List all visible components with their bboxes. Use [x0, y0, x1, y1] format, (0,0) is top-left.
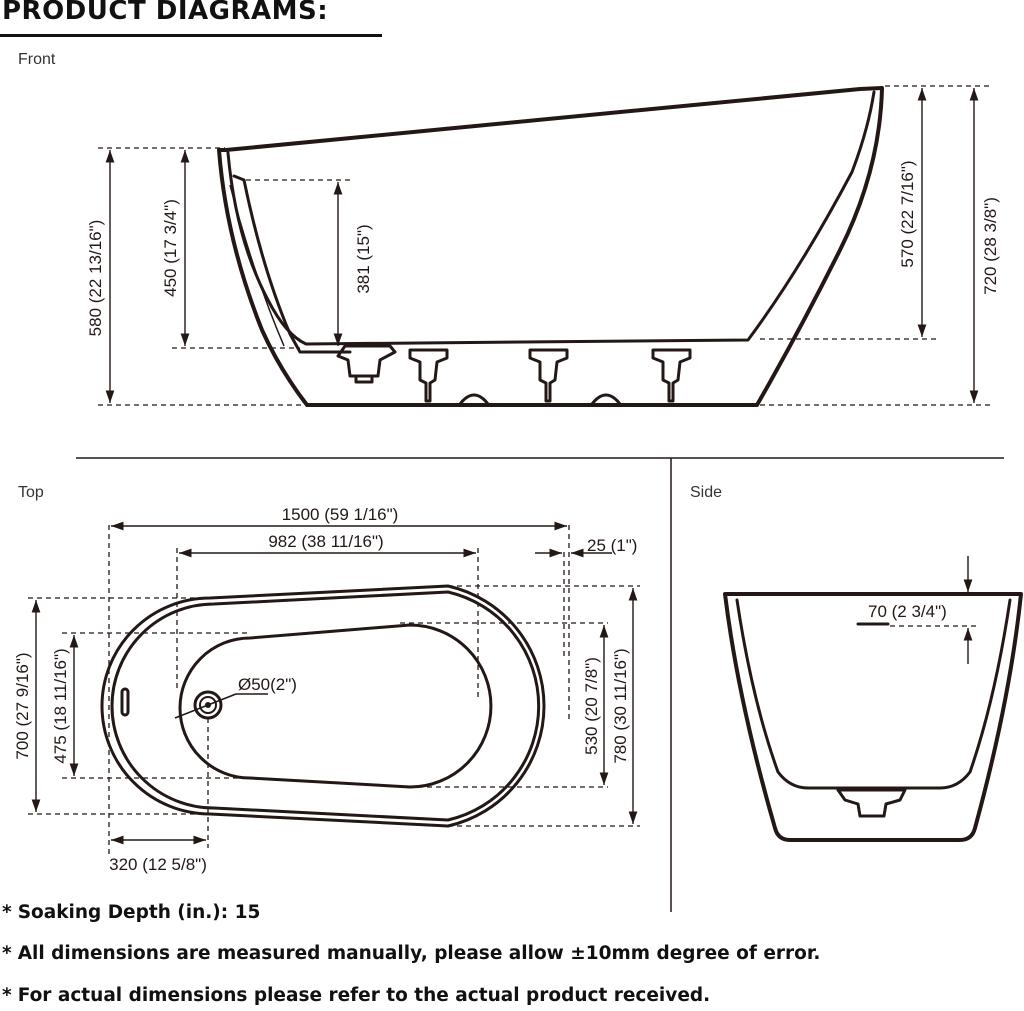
note-bullet: * — [2, 943, 12, 964]
dim-label-1500: 1500 (59 1/16") — [282, 505, 399, 524]
note-text: Soaking Depth (in.): 15 — [17, 902, 261, 923]
dim-label-570: 570 (22 7/16") — [898, 160, 917, 267]
side-inner-basin — [735, 598, 1012, 790]
side-outer-shell — [723, 592, 1023, 842]
dim-label-320: 320 (12 5/8") — [109, 855, 207, 874]
dim-label-70: 70 (2 3/4") — [868, 602, 947, 621]
note-bullet: * — [2, 985, 12, 1006]
dim-label-780: 780 (30 11/16") — [611, 648, 630, 763]
side-view-drawing: 70 (2 3/4") — [723, 556, 1023, 842]
front-view-drawing: 580 (22 13/16") 450 (17 3/4") 381 (15") … — [86, 85, 1000, 407]
front-overflow-pipe — [232, 174, 352, 354]
title-underline — [0, 34, 382, 37]
top-overflow — [120, 687, 130, 717]
dim-label-381: 381 (15") — [354, 224, 373, 293]
dim-label-720: 720 (28 3/8") — [981, 197, 1000, 295]
front-overflow-pipe-inner — [229, 184, 285, 347]
dim-label-530: 530 (20 7/8") — [582, 657, 601, 755]
front-drain-assembly — [336, 344, 397, 384]
dim-label-450: 450 (17 3/4") — [161, 199, 180, 297]
front-view-label: Front — [18, 51, 56, 68]
note-measurement-error: *All dimensions are measured manually, p… — [2, 943, 820, 964]
top-view-label: Top — [18, 484, 44, 501]
note-text: For actual dimensions please refer to th… — [17, 985, 711, 1006]
side-drain — [836, 788, 907, 818]
top-inner-rim — [110, 590, 541, 822]
dim-label-700: 700 (27 9/16") — [13, 652, 32, 759]
front-inner-basin — [226, 90, 876, 346]
note-actual-product: *For actual dimensions please refer to t… — [2, 985, 710, 1006]
dim-label-580: 580 (22 13/16") — [86, 220, 105, 337]
dim-label-drain: Ø50(2") — [238, 675, 297, 694]
note-text: All dimensions are measured manually, pl… — [17, 943, 821, 964]
top-drain — [174, 690, 268, 720]
note-bullet: * — [2, 902, 12, 923]
top-view-drawing: 1500 (59 1/16") 982 (38 11/16") 25 (1") … — [13, 505, 640, 874]
front-support-feet — [408, 348, 692, 406]
front-outer-shell — [217, 86, 884, 407]
dim-label-475: 475 (18 11/16") — [51, 648, 70, 763]
side-view-label: Side — [690, 484, 723, 501]
dim-label-25: 25 (1") — [587, 536, 637, 555]
dim-label-982: 982 (38 11/16") — [268, 532, 383, 551]
page-title: PRODUCT DIAGRAMS: — [2, 0, 329, 26]
note-soaking-depth: *Soaking Depth (in.): 15 — [2, 902, 260, 923]
top-basin-bottom — [178, 623, 493, 789]
